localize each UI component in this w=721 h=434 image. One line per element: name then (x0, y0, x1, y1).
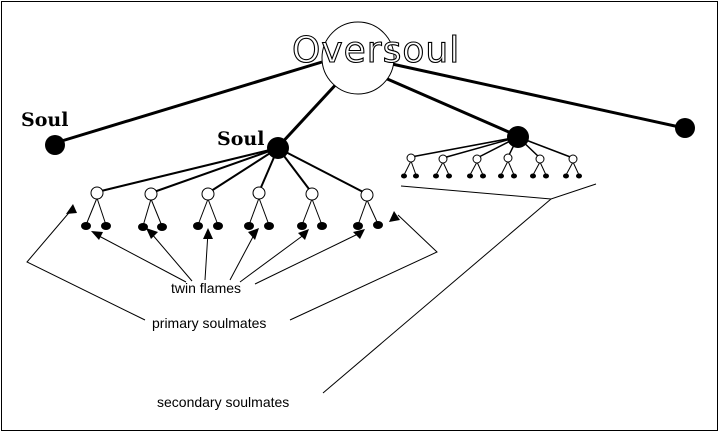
branch-to-far-right-soul (391, 62, 685, 130)
soul-label-left: Soul (21, 109, 68, 131)
arrowhead (91, 231, 103, 240)
soul-node-left (45, 135, 65, 155)
branch-to-center-soul (276, 78, 342, 149)
arrowhead (248, 228, 259, 240)
twin-flames-pointers (98, 231, 361, 285)
arrowhead (146, 228, 158, 239)
main-branches (54, 60, 685, 149)
right-twin-nodes (401, 173, 582, 179)
right-twin-pairs (403, 160, 580, 176)
secondary-soulmates-label: secondary soulmates (157, 394, 289, 410)
center-subtree (96, 147, 368, 195)
soul-node-far-right (675, 118, 695, 138)
right-primary-nodes (406, 153, 578, 164)
secondary-soulmates-pointers (322, 183, 597, 394)
right-subtree (410, 136, 574, 159)
primary-soulmates-label: primary soulmates (152, 315, 266, 331)
primary-soulmates-pointers (26, 207, 438, 321)
twin-flames-label: twin flames (171, 280, 241, 296)
arrowheads (66, 204, 400, 240)
center-twin-pairs (85, 197, 379, 227)
center-twin-nodes (81, 221, 383, 231)
arrowhead (353, 229, 365, 239)
arrowhead (66, 204, 77, 214)
arrowhead (389, 211, 400, 222)
branch-to-left-soul (54, 60, 323, 145)
oversoul-title: Oversoul (292, 30, 460, 71)
arrowhead (298, 229, 309, 240)
soul-label-center: Soul (217, 128, 264, 150)
arrowhead (203, 228, 213, 239)
branch-to-right-soul (384, 76, 519, 138)
center-primary-nodes (90, 186, 374, 202)
oversoul-node (321, 21, 395, 95)
